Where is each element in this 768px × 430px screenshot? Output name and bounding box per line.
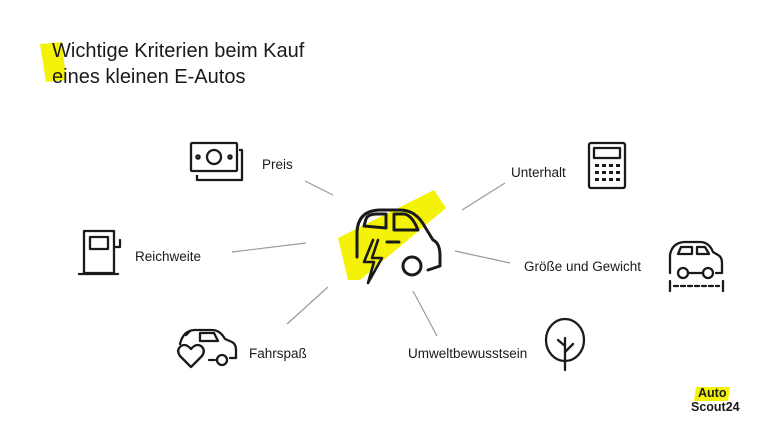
connector-umwelt xyxy=(412,290,438,337)
car-heart-icon xyxy=(177,328,238,369)
logo-line-2: Scout24 xyxy=(691,400,740,414)
label-umweltbewusstsein: Umweltbewusstsein xyxy=(408,346,528,361)
label-fahrspass: Fahrspaß xyxy=(249,346,307,361)
banknotes-icon xyxy=(189,141,244,182)
label-groesse-und-gewicht: Größe und Gewicht xyxy=(524,259,642,274)
label-preis: Preis xyxy=(262,157,293,172)
connector-unterhalt xyxy=(461,182,506,211)
connector-fahrspass xyxy=(286,286,329,325)
title-highlight xyxy=(40,42,66,82)
label-reichweite: Reichweite xyxy=(135,249,202,264)
fuel-pump-icon xyxy=(77,229,122,276)
calculator-icon xyxy=(587,141,627,190)
connector-reichweite xyxy=(231,242,307,253)
label-unterhalt: Unterhalt xyxy=(511,165,566,180)
connector-groesse xyxy=(454,250,511,264)
title-line-2: eines kleinen E-Autos xyxy=(52,66,246,88)
calculator-keys xyxy=(595,164,620,181)
car-dimensions-icon xyxy=(668,240,725,293)
page-title: Wichtige Kriterien beim Kauf eines klein… xyxy=(52,38,304,90)
connector-preis xyxy=(304,180,334,196)
title-line-1: Wichtige Kriterien beim Kauf xyxy=(52,40,305,62)
logo-line-1: Auto xyxy=(698,386,727,400)
autoscout24-logo: Auto Scout24 xyxy=(691,386,749,418)
electric-car-icon xyxy=(355,208,442,285)
tree-icon xyxy=(544,317,586,372)
